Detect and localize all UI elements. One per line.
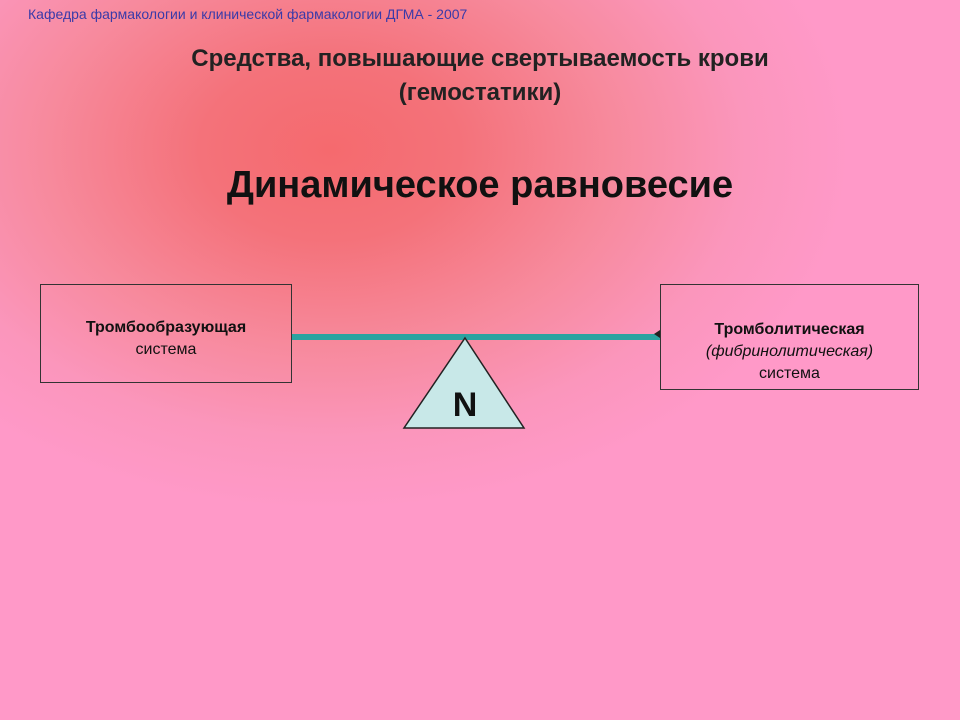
title-line-1: Средства, повышающие свертываемость кров…: [191, 45, 769, 72]
right-box-line-2: (фибринолитическая): [705, 343, 874, 360]
fulcrum-shape: [402, 336, 526, 429]
left-box-line-2: система: [135, 341, 197, 358]
fulcrum-label: N: [452, 386, 478, 424]
slide-subtitle: Динамическое равновесие: [226, 164, 734, 206]
right-box-line-3: система: [759, 365, 820, 382]
title-line-2: (гемостатики): [398, 79, 562, 106]
beam-end-marker: [654, 330, 660, 338]
slide-title: Средства, повышающие свертываемость кров…: [0, 42, 960, 110]
balance-beam: [292, 334, 660, 340]
left-box-line-1: Тромбообразующая: [85, 319, 247, 336]
thrombogenic-system-box: Тромбообразующая система: [40, 284, 292, 383]
fulcrum-triangle: [402, 336, 526, 429]
right-box-line-1: Тромболитическая: [714, 321, 865, 338]
department-caption: Кафедра фармакологии и клинической фарма…: [28, 6, 468, 22]
thrombolytic-system-box: Тромболитическая (фибринолитическая) сис…: [660, 284, 919, 390]
